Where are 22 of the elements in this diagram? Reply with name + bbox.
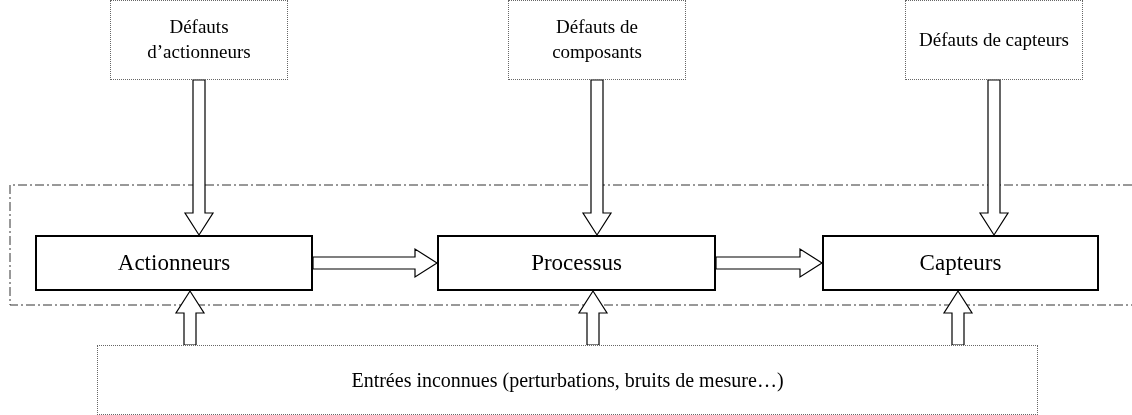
hollow-arrow — [312, 247, 439, 279]
process-box — [822, 235, 1099, 291]
fault-box — [110, 0, 288, 80]
hollow-arrow — [942, 289, 974, 346]
fault-box — [508, 0, 686, 80]
hollow-arrow — [581, 79, 613, 237]
hollow-arrow — [183, 79, 215, 237]
process-box — [437, 235, 716, 291]
node-label: Capteurs — [919, 250, 1002, 276]
hollow-arrow — [978, 79, 1010, 237]
hollow-arrow — [174, 289, 206, 346]
fault-box — [905, 0, 1083, 80]
hollow-arrow — [577, 289, 609, 346]
node-label: Entrées inconnues (perturbations, bruits de mesure…) — [351, 368, 784, 392]
hollow-arrow — [715, 247, 824, 279]
node-label: Défauts de capteurs — [919, 27, 1069, 52]
node-label: Actionneurs — [117, 250, 231, 276]
process-box — [35, 235, 313, 291]
node-label: Défauts de composants — [551, 15, 643, 64]
node-label: Processus — [531, 250, 622, 276]
input-box — [97, 345, 1038, 415]
node-label: Défauts d’actionneurs — [146, 15, 252, 64]
